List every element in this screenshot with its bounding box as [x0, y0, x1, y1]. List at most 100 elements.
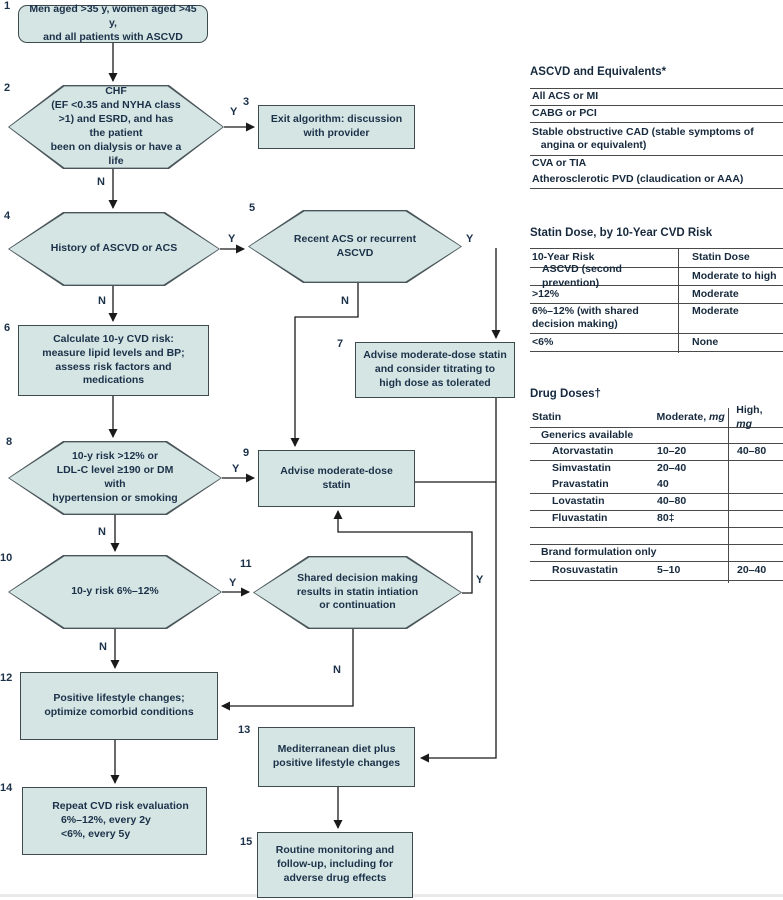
table-section-row: Brand formulation only [530, 544, 783, 561]
table-row: Atorvastatin 10–20 40–80 [530, 443, 783, 460]
flow-node-6-text: Calculate 10-y CVD risk: measure lipid l… [42, 332, 185, 387]
label-yes-5-7: Y [466, 233, 474, 245]
table-row: CABG or PCI [530, 105, 783, 122]
high-dose: 40–80 [737, 445, 767, 458]
table-row: 6%–12% (with shared decision making) Mod… [530, 303, 783, 333]
drug-name: Atorvastatin [552, 445, 614, 458]
table-row: Lovastatin 40–80 [530, 493, 783, 510]
node-number-4: 4 [4, 210, 11, 222]
flow-node-1-text: Men aged >35 y, women aged >45 y, and al… [29, 3, 197, 43]
flow-node-13-mediterranean-diet: Mediterranean diet plus positive lifesty… [258, 727, 415, 787]
flow-node-9-text: Advise moderate-dose statin [280, 464, 393, 491]
label-yes-11-9: Y [476, 574, 484, 586]
ascvd-row-cva-tia: CVA or TIA [532, 157, 587, 170]
moderate-dose: 5–10 [657, 564, 681, 577]
high-dose [728, 518, 739, 520]
flow-node-3-exit-algorithm: Exit algorithm: discussion with provider [258, 105, 415, 149]
node-number-15: 15 [240, 836, 253, 848]
table-row: All ACS or MI [530, 88, 783, 105]
flow-node-15-text: Routine monitoring and follow-up, includ… [275, 844, 395, 884]
flow-node-7-text: Advise moderate-dose statin and consider… [363, 349, 507, 389]
node-number-8: 8 [6, 436, 13, 448]
dose-cell: Moderate [692, 287, 739, 300]
label-no-4-6: N [98, 295, 106, 307]
table-row: Fluvastatin 80‡ [530, 510, 783, 527]
flow-node-4-text: History of ASCVD or ACS [50, 242, 178, 255]
moderate-dose: 80‡ [657, 512, 675, 525]
risk-table-title: Statin Dose, by 10-Year CVD Risk [530, 227, 713, 239]
drug-table-title: Drug Doses† [530, 388, 601, 400]
high-dose: 20–40 [737, 564, 767, 577]
node-number-7: 7 [337, 338, 344, 350]
flow-node-3-text: Exit algorithm: discussion with provider [270, 113, 403, 139]
moderate-dose: 20–40 [657, 461, 687, 474]
node-number-5: 5 [249, 202, 256, 214]
label-no-2-4: N [97, 176, 105, 188]
label-yes-2-3: Y [230, 106, 238, 118]
table-row: Pravastatin 40 [530, 476, 783, 493]
flow-node-8-text: 10-y risk >12% or LDL-C level ≥190 or DM… [52, 450, 178, 504]
ascvd-table: All ACS or MI CABG or PCI Stable obstruc… [530, 88, 783, 189]
moderate-dose: 40 [657, 477, 669, 490]
table-row: Atherosclerotic PVD (claudication or AAA… [530, 172, 783, 189]
moderate-col-header: Moderate, [656, 410, 707, 423]
risk-table: 10-Year Risk Statin Dose ASCVD (second p… [530, 248, 783, 352]
flow-node-9-advise-moderate: Advise moderate-dose statin [258, 450, 415, 507]
dose-col-header: Statin Dose [692, 251, 750, 264]
node-number-11: 11 [240, 558, 252, 570]
risk-col-header: 10-Year Risk [532, 251, 595, 264]
risk-cell: ASCVD (second prevention) [542, 263, 622, 289]
node-number-6: 6 [4, 322, 11, 334]
node-number-13: 13 [238, 724, 251, 736]
risk-table-column-divider [678, 248, 679, 353]
flow-node-14-text: Repeat CVD risk evaluation 6%–12%, every… [52, 800, 189, 840]
label-no-10-12: N [99, 641, 107, 653]
moderate-dose: 40–80 [657, 495, 687, 508]
node-number-14: 14 [0, 782, 13, 794]
table-row: Simvastatin 20–40 [530, 460, 783, 476]
node-number-9: 9 [243, 447, 250, 459]
flow-node-15-routine-monitoring: Routine monitoring and follow-up, includ… [257, 832, 413, 898]
flow-node-1-entry: Men aged >35 y, women aged >45 y, and al… [18, 3, 208, 43]
table-row: <6% None [530, 333, 783, 352]
connector-11-12-no [220, 629, 354, 711]
statin-col-header: Statin [532, 410, 562, 423]
flow-node-5-text: Recent ACS or recurrent ASCVD [293, 232, 417, 259]
connector-5-9-no [290, 283, 359, 448]
drug-table-column-divider [728, 408, 729, 583]
drug-name: Rosuvastatin [552, 564, 618, 577]
mg-unit: mg [709, 410, 725, 423]
mg-unit: mg [736, 417, 753, 430]
risk-cell: >12% [532, 287, 560, 300]
moderate-dose: 10–20 [657, 445, 687, 458]
flow-node-13-text: Mediterranean diet plus positive lifesty… [272, 743, 401, 769]
dose-cell: Moderate to high [692, 269, 777, 282]
node-number-12: 12 [0, 672, 13, 684]
drug-table: Statin Moderate, mg High, mg Generics av… [530, 404, 783, 581]
flow-node-10-text: 10-y risk 6%–12% [71, 585, 159, 598]
risk-cell: 6%–12% (with shared decision making) [532, 305, 639, 331]
drug-name: Simvastatin [552, 461, 611, 474]
connector-11-9-yes [333, 509, 473, 594]
flow-node-11-text: Shared decision making results in statin… [296, 571, 419, 612]
risk-cell: <6% [532, 335, 554, 348]
flow-node-7-advise-titrate: Advise moderate-dose statin and consider… [355, 342, 515, 398]
high-dose [728, 468, 739, 470]
table-row: >12% Moderate [530, 285, 783, 303]
label-no-5-9: N [341, 295, 349, 307]
flow-node-6-calculate-risk: Calculate 10-y CVD risk: measure lipid l… [18, 325, 209, 396]
table-spacer-row [530, 527, 783, 544]
flow-node-12-text: Positive lifestyle changes; optimize com… [44, 692, 194, 718]
ascvd-row-acs-mi: All ACS or MI [532, 90, 599, 103]
table-row: CVA or TIA [530, 155, 783, 172]
ascvd-row-stable-cad: Stable obstructive CAD (stable symptoms … [532, 125, 754, 151]
node-number-3: 3 [243, 96, 250, 108]
dose-cell: None [692, 335, 719, 348]
ascvd-row-pvd: Atherosclerotic PVD (claudication or AAA… [532, 173, 744, 186]
table-header-row: 10-Year Risk Statin Dose [530, 248, 783, 267]
connector-7-13 [419, 398, 497, 763]
table-row: Rosuvastatin 5–10 20–40 [530, 561, 783, 581]
ascvd-row-cabg-pci: CABG or PCI [532, 107, 597, 120]
